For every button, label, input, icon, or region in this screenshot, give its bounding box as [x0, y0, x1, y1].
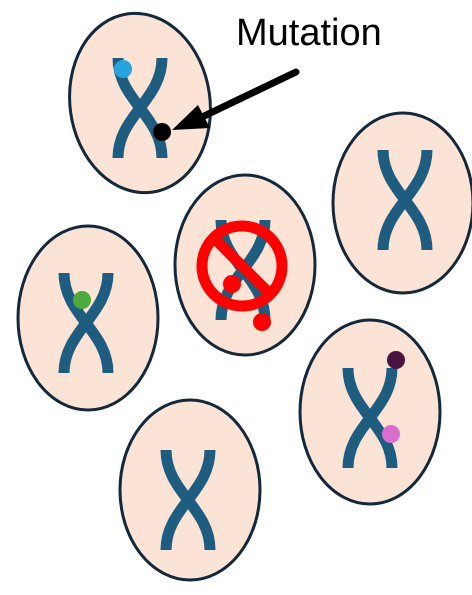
- cell: [58, 4, 222, 202]
- mutation-dot: [382, 425, 400, 443]
- cell: [120, 400, 260, 580]
- cell: [175, 175, 315, 355]
- mutation-label: Mutation: [236, 12, 382, 55]
- cell: [333, 113, 472, 293]
- mutation-dot: [253, 313, 271, 331]
- mutation-dot: [73, 291, 91, 309]
- cell: [18, 226, 158, 410]
- mutation-dot: [223, 275, 241, 293]
- cell: [300, 320, 440, 504]
- mutation-dot: [153, 123, 171, 141]
- mutation-dot: [114, 60, 132, 78]
- mutation-dot: [387, 351, 405, 369]
